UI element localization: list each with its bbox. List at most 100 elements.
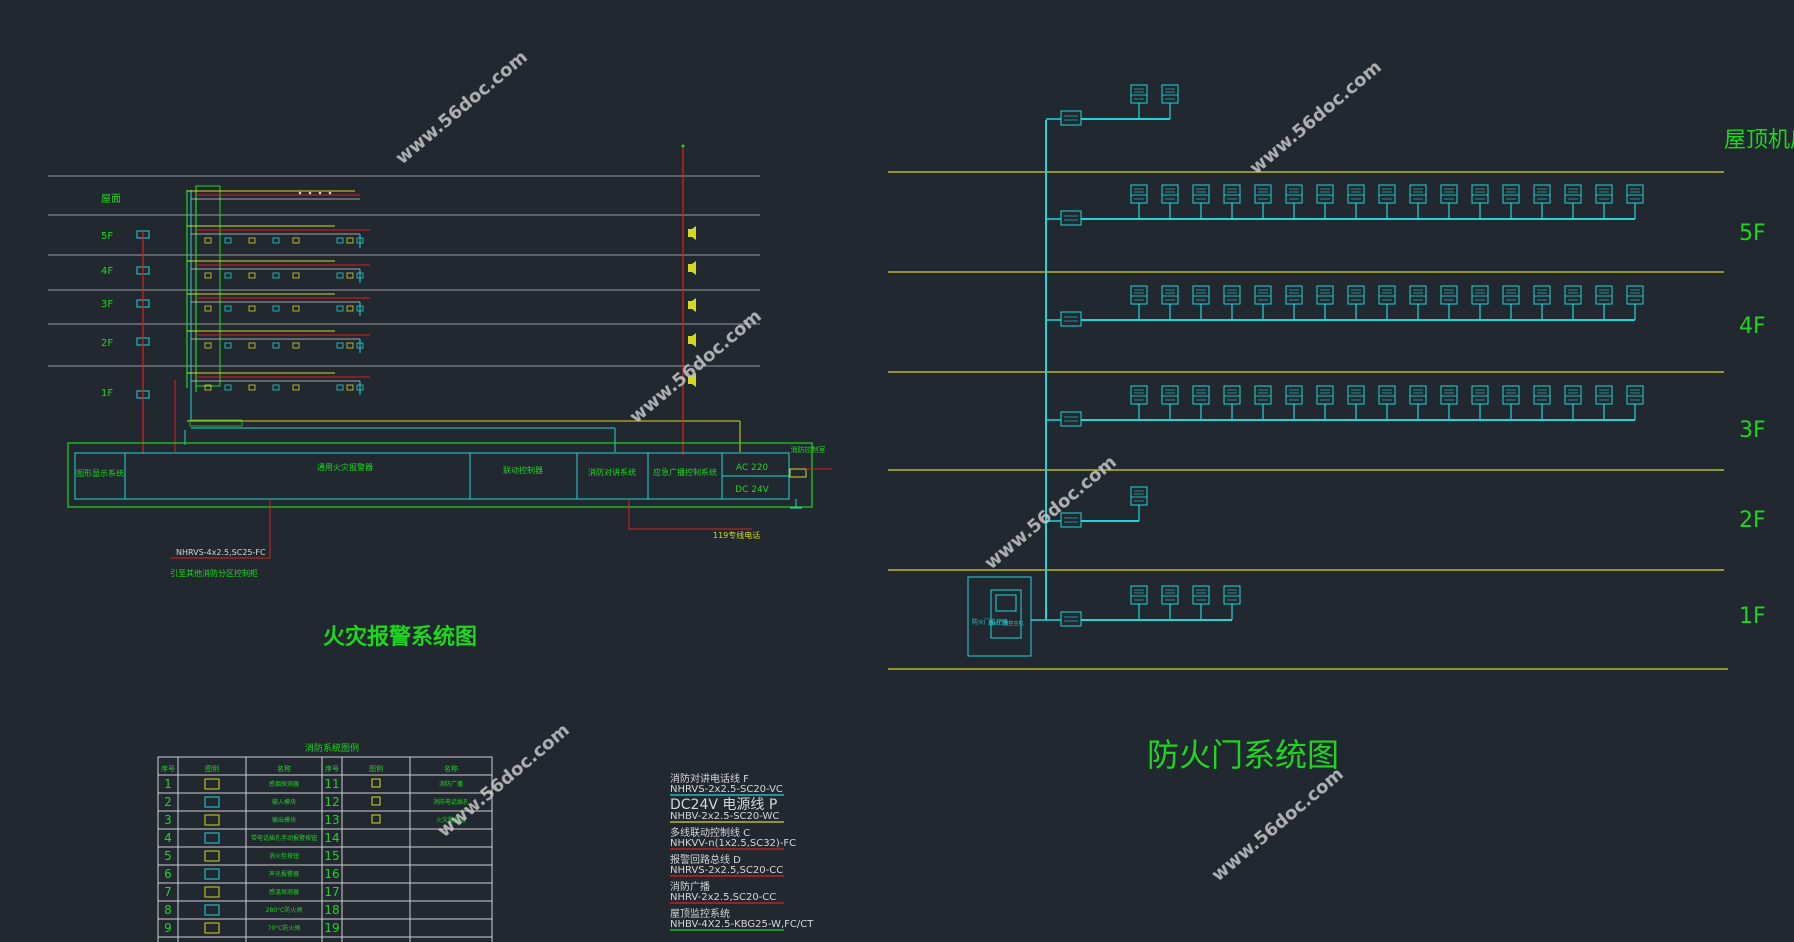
detector-symbol (272, 384, 280, 391)
legend-symbol (204, 904, 220, 916)
detector-symbol (356, 272, 364, 279)
fire-door-icon (1378, 184, 1396, 220)
detector-symbol (356, 305, 364, 312)
wire-spec: NHBV-2x2.5-SC20-WC (670, 811, 779, 822)
legend-no: 16 (324, 867, 339, 881)
detector-symbol (336, 305, 344, 312)
fire-door-icon (1161, 84, 1179, 120)
detector-symbol (292, 237, 300, 244)
fa-floor-label: 5F (101, 231, 113, 242)
cabinet-section-broadcast: 应急广播控制系统 (653, 467, 717, 477)
fire-door-icon (1130, 486, 1148, 522)
speaker-icon (688, 264, 692, 272)
cabinet-section-intercom: 消防对讲系统 (588, 467, 636, 477)
wire-name: DC24V 电源线 P (670, 797, 777, 813)
fire-door-icon (1161, 184, 1179, 220)
fd-floor-label: 3F (1739, 418, 1766, 443)
detector-symbol (204, 342, 212, 349)
wire-spec: NHRVS-2x2.5-SC20-VC (670, 784, 783, 795)
fa-floor-label: 屋面 (101, 193, 121, 205)
fire-door-icon (1347, 385, 1365, 421)
fd-module-icon (1060, 110, 1082, 126)
legend-symbol (204, 832, 220, 844)
fire-door-icon (1285, 184, 1303, 220)
fire-door-icon (1161, 585, 1179, 621)
legend-no: 3 (164, 813, 172, 827)
detector-symbol (356, 237, 364, 244)
fire-door-icon (1223, 285, 1241, 321)
fire-door-icon (1595, 385, 1613, 421)
legend-name: 带电话插孔手动报警按钮 (251, 834, 317, 842)
legend-no: 6 (164, 867, 172, 881)
fire-door-icon (1502, 184, 1520, 220)
fire-door-icon (1471, 385, 1489, 421)
fire-door-icon (1130, 84, 1148, 120)
legend-name: 感温探测器 (269, 888, 299, 896)
fire-door-icon (1502, 285, 1520, 321)
legend-no: 4 (164, 831, 172, 845)
detector-symbol (292, 272, 300, 279)
legend-symbol (204, 868, 220, 880)
fd-module-icon (1060, 210, 1082, 226)
fire-door-icon (1223, 385, 1241, 421)
detector-symbol (272, 272, 280, 279)
fire-door-icon (1409, 385, 1427, 421)
fire-door-icon (1347, 285, 1365, 321)
fd-panel-inner: 防火门监控主机 (988, 620, 1023, 627)
wire-name: 多线联动控制线 C (670, 826, 750, 839)
detector-symbol (292, 305, 300, 312)
fd-module-icon (1060, 611, 1082, 627)
legend-no: 15 (324, 849, 339, 863)
legend-title: 消防系统图例 (305, 742, 359, 754)
legend-no: 5 (164, 849, 172, 863)
legend-no: 13 (324, 813, 339, 827)
fd-floor-branch (1046, 184, 1644, 226)
wire-name: 报警回路总线 D (670, 853, 741, 866)
detector-symbol (272, 237, 280, 244)
fire-door-icon (1595, 285, 1613, 321)
fire-door-icon (1564, 184, 1582, 220)
fa-floor-label: 2F (101, 338, 113, 349)
fire-door-icon (1223, 585, 1241, 621)
fire-door-title: 防火门系统图 (1147, 736, 1339, 774)
fire-door-icon (1130, 184, 1148, 220)
fire-door-diagram: 屋顶机房 5F 4F 3F 2F 1F 防火门监控器 防火门监控主机 防火门系统… (888, 84, 1794, 774)
watermark: www.56doc.com (392, 47, 532, 169)
legend-name: 70°C防火阀 (268, 924, 301, 932)
detector-symbol (204, 305, 212, 312)
cabinet-power-ac: AC 220 (736, 463, 769, 473)
fire-door-icon (1440, 385, 1458, 421)
fire-door-icon (1254, 385, 1272, 421)
legend-no: 1 (164, 777, 172, 791)
legend-no: 7 (164, 885, 172, 899)
fire-door-icon (1254, 184, 1272, 220)
detector-symbol (336, 272, 344, 279)
legend-symbol (371, 814, 381, 824)
fire-door-icon (1533, 285, 1551, 321)
legend-symbol (371, 778, 381, 788)
fa-floor-label: 3F (101, 299, 113, 310)
fa-floor-label: 4F (101, 266, 113, 277)
fire-door-icon (1409, 285, 1427, 321)
detector-symbol (346, 272, 354, 279)
legend-symbol (204, 850, 220, 862)
fire-door-icon (1409, 184, 1427, 220)
detector-symbol (248, 305, 256, 312)
legend-no: 17 (324, 885, 339, 899)
fire-door-icon (1564, 385, 1582, 421)
legend-name: 输出模块 (272, 816, 296, 824)
fire-alarm-title: 火灾报警系统图 (323, 624, 477, 650)
fd-floor-branch (1046, 385, 1644, 427)
fire-door-icon (1316, 385, 1334, 421)
fd-floor-branch (1046, 285, 1644, 327)
fire-door-icon (1192, 385, 1210, 421)
legend-name: 输入模块 (272, 798, 296, 806)
detector-symbol (204, 272, 212, 279)
fire-door-icon (1130, 385, 1148, 421)
fire-door-icon (1533, 184, 1551, 220)
detector-symbol (224, 272, 232, 279)
legend-no: 8 (164, 903, 172, 917)
fire-door-icon (1223, 184, 1241, 220)
fd-module-icon (1060, 411, 1082, 427)
fire-alarm-diagram: 屋面 5F 4F 3F 2F 1F (48, 144, 832, 650)
